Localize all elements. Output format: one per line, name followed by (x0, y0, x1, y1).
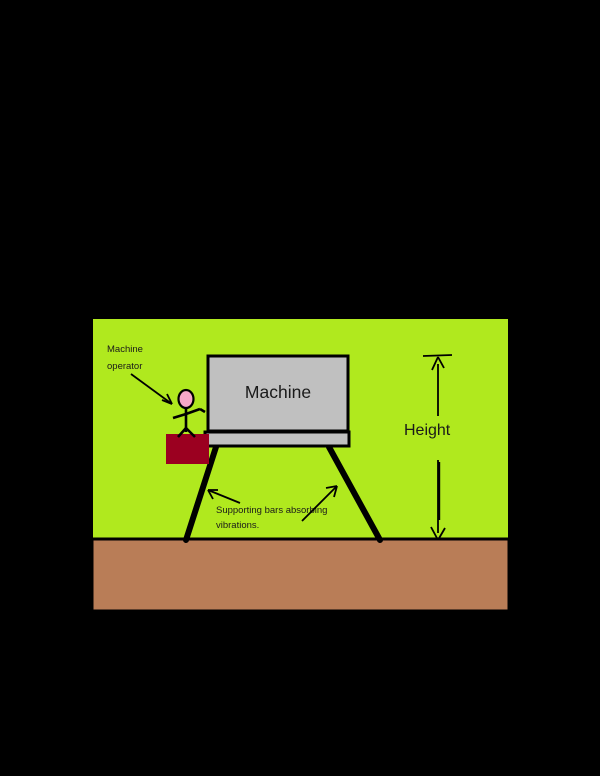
height-dimension: Height (404, 354, 453, 541)
operator-arm-left (172, 412, 187, 420)
operator-label-line2: operator (107, 361, 142, 372)
supports-callout-arrow-right (301, 485, 338, 522)
operator-arm-right (185, 407, 201, 416)
supporting-bar-right (326, 444, 383, 543)
operator-arm-right-forearm (199, 407, 206, 414)
supporting-bar-left (183, 444, 219, 543)
operator-head-icon (177, 388, 195, 410)
supports-label-line1: Supporting bars absorbing (216, 505, 327, 516)
supports-label-line2: vibrations. (216, 520, 259, 531)
operator-leg-right (185, 427, 196, 438)
operator-callout-arrow (130, 373, 173, 405)
supports-callout-arrow-left (207, 489, 241, 504)
ground-panel (90, 537, 511, 613)
machine-base-plate (203, 430, 351, 448)
operator-leg-left (177, 427, 187, 438)
height-top-tick (422, 354, 453, 357)
operator-label-line1: Machine (107, 344, 143, 355)
machine-body (206, 354, 350, 433)
height-label: Height (404, 422, 451, 439)
operator-platform (166, 434, 209, 464)
operator-figure (172, 388, 206, 438)
machine-label: Machine (245, 382, 311, 402)
